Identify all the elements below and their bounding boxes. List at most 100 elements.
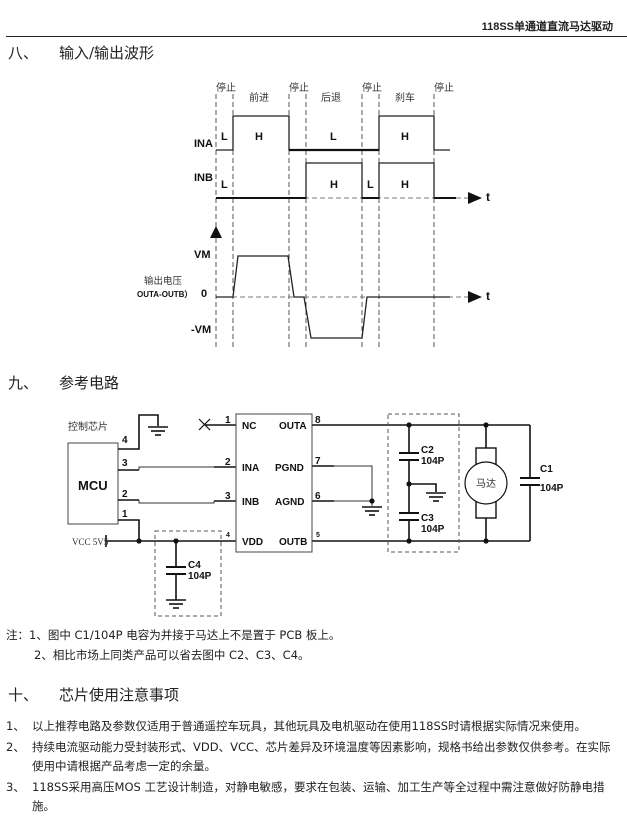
section-10-number: 十、 [8,686,39,704]
driver-chip-block [235,413,313,553]
c4-optional-box [154,530,222,617]
no-connect-x-icon [198,418,211,431]
list-item-index: 1、 [6,719,25,733]
phase-label-stop: 停止 [289,81,309,94]
chip-pin-name-outb: OUTB [279,537,307,548]
ground-icon [148,426,168,436]
chip-pin-name-agnd: AGND [275,497,304,508]
ina-level: L [221,131,228,143]
ground-icon [166,599,186,609]
c1-name: C1 [540,464,553,475]
section-8-heading: 八、 输入/输出波形 [8,42,154,63]
output-time-axis-label: t [486,289,490,303]
list-item-index: 3、 [6,780,25,794]
junction-dot [406,422,412,428]
chip-pin-name-inb: INB [242,497,259,508]
junction-dot [483,422,489,428]
junction-dot [136,538,142,544]
c4-name: C4 [188,560,201,571]
section-9-heading: 九、参考电路 [8,372,119,393]
phase-label-stop: 停止 [216,81,236,94]
inb-level: L [221,179,228,191]
section-8-title: 输入/输出波形 [59,44,155,62]
junction-dots [136,422,489,544]
junction-dot [173,538,179,544]
time-arrow-icon [468,192,482,204]
time-axis-label: t [486,190,490,204]
chip-pin-number: 3 [225,491,231,502]
mcu-pin-number: 2 [122,489,128,500]
ina-level: H [255,131,263,143]
capacitor-c2-icon [399,452,419,461]
chip-pin-number: 6 [315,491,321,502]
ina-signal-label: INA [194,138,213,150]
c1-value: 104P [540,483,564,494]
junction-dot [406,481,412,487]
vm-label: VM [194,249,211,261]
list-item-text: 以上推荐电路及参数仅适用于普通遥控车玩具，其他玩具及电机驱动在使用118SS时请… [32,719,587,733]
list-item: 1、 以上推荐电路及参数仅适用于普通遥控车玩具，其他玩具及电机驱动在使用118S… [6,717,616,736]
c3-name: C3 [421,513,434,524]
chip-pin-name-vdd: VDD [242,537,263,548]
motor-label: 马达 [476,478,496,490]
chip-pin-name-outa: OUTA [279,421,307,432]
phase-label-reverse: 后退 [321,92,341,104]
list-item-index: 2、 [6,740,25,754]
chip-pin-number: 8 [315,415,321,426]
signal-wires [138,465,373,506]
capacitor-c3-icon [399,512,419,521]
ground-icon [362,506,382,516]
c2-value: 104P [421,456,445,467]
output-voltage-label: 输出电压 [144,275,183,287]
chip-pin-name-pgnd: PGND [275,463,304,474]
mcu-pin-number: 4 [122,435,128,446]
reference-circuit-diagram: 控制芯片 MCU 4 3 2 1 [67,413,564,617]
phase-label-stop: 停止 [362,81,382,94]
circuit-notes: 注：1、图中 C1/104P 电容为并接于马达上不是置于 PCB 板上。 2、相… [6,625,340,665]
chip-pin-number: 1 [225,415,231,426]
circuit-wires [105,414,531,600]
chip-pin-name-ina: INA [242,463,259,474]
mcu-pin-number: 3 [122,458,128,469]
capacitor-c4-icon [166,566,186,575]
output-time-arrow-icon [468,291,482,303]
section-8-number: 八、 [8,44,39,62]
mcu-pin-number: 1 [122,509,128,520]
inb-level: H [401,179,409,191]
phase-label-brake: 刹车 [395,91,415,104]
inb-level: L [367,179,374,191]
ina-level: L [330,131,337,143]
output-waveform [216,255,450,339]
zero-label: 0 [201,288,207,300]
ina-level: H [401,131,409,143]
junction-dot [483,538,489,544]
mcu-label: MCU [78,478,108,493]
inb-level: H [330,179,338,191]
chip-pin-number: 5 [316,532,320,539]
motor-icon [464,447,508,519]
chip-pin-number: 7 [315,456,321,467]
document-header-title: 118SS单通道直流马达驱动 [481,21,613,33]
controller-chip-label: 控制芯片 [68,420,108,433]
chip-pin-number: 2 [225,457,231,468]
io-waveform-diagram: 停止 停止 停止 停止 前进 后退 刹车 INA L H L H INB t L… [137,81,490,350]
mcu-block [67,442,119,525]
c4-value: 104P [188,571,212,582]
c2-c3-optional-box [387,413,460,553]
phase-label-forward: 前进 [249,91,269,104]
phase-label-stop: 停止 [434,81,454,94]
neg-vm-label: -VM [191,324,211,336]
list-item: 3、 118SS采用高压MOS 工艺设计制造，对静电敏感，要求在包装、运输、加工… [6,778,616,816]
section-9-number: 九、 [8,374,39,392]
list-item-text: 118SS采用高压MOS 工艺设计制造，对静电敏感，要求在包装、运输、加工生产等… [32,780,605,813]
section-10-heading: 十、 芯片使用注意事项 [8,684,179,705]
list-item-text: 持续电流驱动能力受封装形式、VDD、VCC、芯片差异及环境温度等因素影响，规格书… [32,740,611,773]
inb-signal-label: INB [194,172,213,184]
list-item: 2、 持续电流驱动能力受封装形式、VDD、VCC、芯片差异及环境温度等因素影响，… [6,738,616,776]
header-rule [6,36,627,37]
note-line: 注：1、图中 C1/104P 电容为并接于马达上不是置于 PCB 板上。 [6,628,341,642]
ground-icon [426,492,446,502]
section-10-title: 芯片使用注意事项 [59,686,180,704]
vcc-label: VCC 5V5 [72,537,109,547]
chip-pin-number: 4 [226,532,230,539]
